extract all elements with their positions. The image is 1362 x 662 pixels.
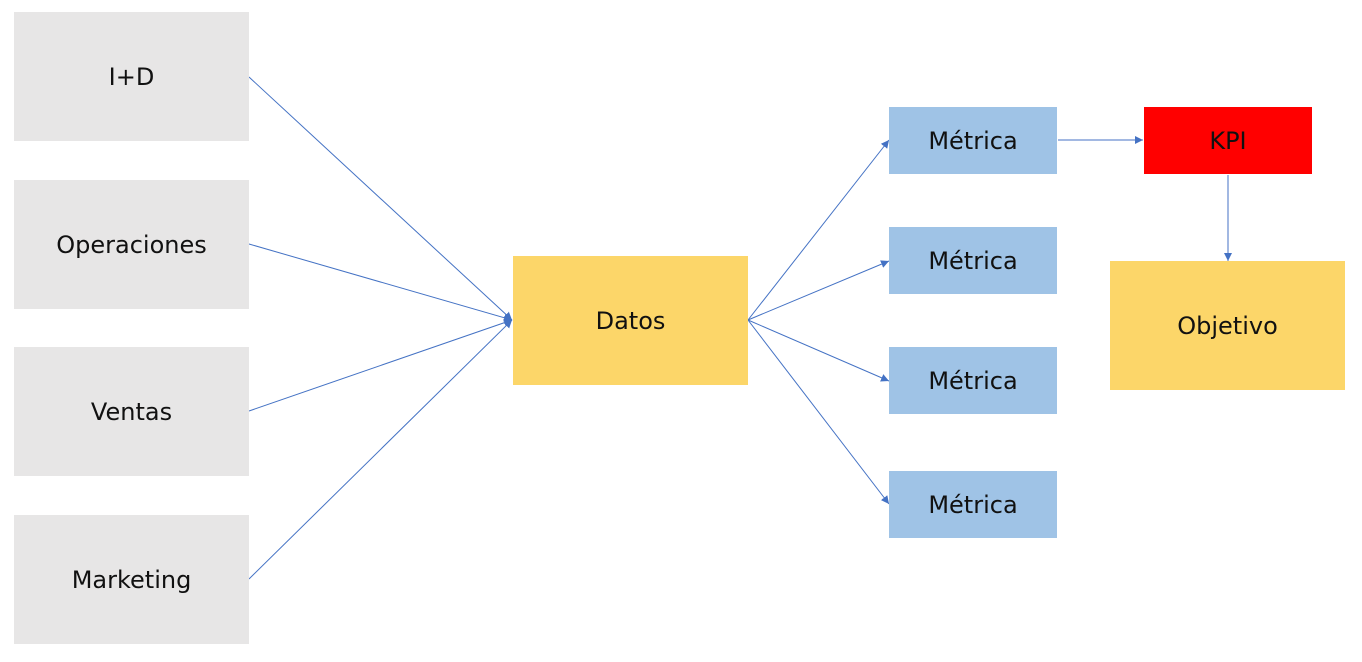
source-label: Ventas xyxy=(90,397,173,426)
source-box-operaciones: Operaciones xyxy=(14,180,249,309)
metric-box-2: Métrica xyxy=(889,227,1057,294)
metric-label: Métrica xyxy=(928,490,1018,519)
metric-label: Métrica xyxy=(928,246,1018,275)
metric-box-3: Métrica xyxy=(889,347,1057,414)
arrow-operaciones-to-datos xyxy=(248,243,513,322)
arrow-datos-to-metric-1 xyxy=(747,139,890,321)
source-label: Operaciones xyxy=(56,230,207,259)
source-box-marketing: Marketing xyxy=(14,515,249,644)
source-label: I+D xyxy=(108,62,155,91)
arrow-datos-to-metric-4 xyxy=(747,319,890,505)
kpi-label: KPI xyxy=(1209,126,1247,155)
arrow-id-to-datos xyxy=(248,76,513,321)
metric-box-4: Métrica xyxy=(889,471,1057,538)
arrow-datos-to-metric-2 xyxy=(747,260,890,321)
metric-label: Métrica xyxy=(928,126,1018,155)
arrow-datos-to-metric-3 xyxy=(747,319,890,382)
metric-label: Métrica xyxy=(928,366,1018,395)
metric-box-1: Métrica xyxy=(889,107,1057,174)
kpi-box: KPI xyxy=(1144,107,1312,174)
source-box-ventas: Ventas xyxy=(14,347,249,476)
data-box: Datos xyxy=(513,256,748,385)
arrow-ventas-to-datos xyxy=(248,318,513,412)
source-label: Marketing xyxy=(71,565,192,594)
arrow-marketing-to-datos xyxy=(248,319,513,580)
goal-label: Objetivo xyxy=(1177,311,1278,340)
goal-box: Objetivo xyxy=(1110,261,1345,390)
source-box-id: I+D xyxy=(14,12,249,141)
data-label: Datos xyxy=(595,306,666,335)
